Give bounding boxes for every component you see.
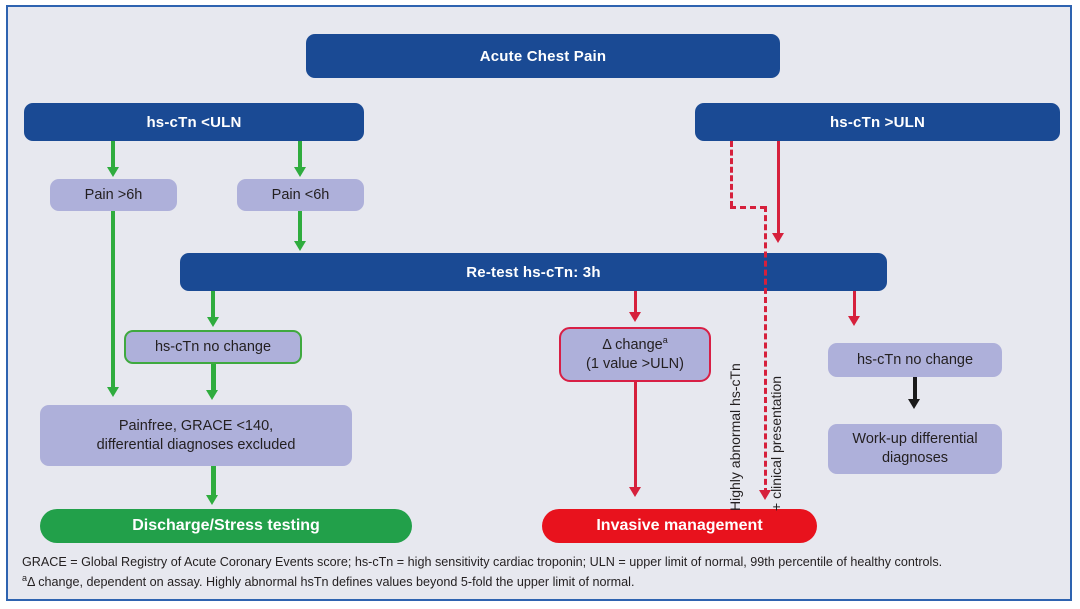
- footnote-line-2: aΔ change, dependent on assay. Highly ab…: [22, 572, 1056, 591]
- edge-uln-to-pain-over6h: [111, 141, 115, 169]
- edge-above-uln-to-retest: [777, 141, 780, 237]
- dashed-edge-segment-bottom: [764, 206, 767, 494]
- painfree-line-2: differential diagnoses excluded: [96, 436, 296, 453]
- arrowhead-workup: [908, 399, 920, 409]
- workup-line-1: Work-up differential: [852, 431, 978, 448]
- edge-painfree-to-discharge: [211, 466, 216, 497]
- node-hs-ctn-above-uln[interactable]: hs-cTn >ULN: [695, 103, 1060, 141]
- edge-label-clinical-presentation: + clinical presentation: [768, 375, 784, 511]
- arrowhead-no-change-right: [848, 316, 860, 326]
- node-pain-under-6h[interactable]: Pain <6h: [237, 179, 364, 211]
- edge-no-change-right-to-workup: [913, 377, 917, 401]
- node-delta-change[interactable]: Δ changea (1 value >ULN): [559, 327, 711, 382]
- edge-no-change-to-painfree: [211, 364, 216, 392]
- arrowhead-retest-right: [772, 233, 784, 243]
- edge-label-highly-abnormal: Highly abnormal hs-cTn: [727, 363, 743, 511]
- edge-retest-to-no-change-left: [211, 291, 215, 319]
- arrowhead-delta-change: [629, 312, 641, 322]
- footnote-line-1: GRACE = Global Registry of Acute Coronar…: [22, 555, 943, 570]
- arrowhead-no-change-left: [207, 317, 219, 327]
- edge-retest-to-delta: [634, 291, 637, 315]
- node-hs-ctn-below-uln[interactable]: hs-cTn <ULN: [24, 103, 364, 141]
- edge-pain-over6h-to-painfree: [111, 211, 115, 391]
- node-painfree-grace[interactable]: Painfree, GRACE <140, differential diagn…: [40, 405, 352, 466]
- footnote: GRACE = Global Registry of Acute Coronar…: [22, 553, 1056, 591]
- painfree-line-1: Painfree, GRACE <140,: [118, 417, 274, 434]
- arrowhead-painfree-left: [107, 387, 119, 397]
- arrowhead-pain-under6h: [294, 167, 306, 177]
- node-retest-hs-ctn-3h[interactable]: Re-test hs-cTn: 3h: [180, 253, 887, 291]
- arrowhead-invasive-left: [629, 487, 641, 497]
- node-hs-ctn-no-change-left[interactable]: hs-cTn no change: [124, 330, 302, 364]
- delta-change-line-2: (1 value >ULN): [586, 355, 684, 372]
- node-invasive-management[interactable]: Invasive management: [542, 509, 817, 543]
- footnote-line-2-text: Δ change, dependent on assay. Highly abn…: [27, 574, 635, 589]
- arrowhead-painfree-center: [206, 390, 218, 400]
- diagram-frame: Acute Chest Pain hs-cTn <ULN hs-cTn >ULN…: [6, 5, 1072, 601]
- node-acute-chest-pain[interactable]: Acute Chest Pain: [306, 34, 780, 78]
- footnote-superscript: a: [22, 572, 28, 583]
- arrowhead-discharge: [206, 495, 218, 505]
- node-discharge-stress-testing[interactable]: Discharge/Stress testing: [40, 509, 412, 543]
- delta-change-text: Δ change: [602, 337, 663, 354]
- arrowhead-pain-over6h: [107, 167, 119, 177]
- dashed-edge-segment-jog: [730, 206, 766, 209]
- arrowhead-retest: [294, 241, 306, 251]
- arrowhead-invasive-dashed: [759, 490, 771, 500]
- node-hs-ctn-no-change-right[interactable]: hs-cTn no change: [828, 343, 1002, 377]
- edge-delta-to-invasive: [634, 382, 637, 490]
- workup-line-2: diagnoses: [881, 450, 949, 466]
- delta-change-line-1: Δ changea: [602, 335, 668, 355]
- edge-pain-under6h-to-retest: [298, 211, 302, 243]
- edge-retest-to-no-change-right: [853, 291, 856, 319]
- delta-change-superscript: a: [662, 335, 668, 346]
- dashed-edge-segment-top: [730, 141, 733, 207]
- node-pain-over-6h[interactable]: Pain >6h: [50, 179, 177, 211]
- edge-uln-to-pain-under6h: [298, 141, 302, 169]
- node-workup-differential-diagnoses[interactable]: Work-up differential diagnoses: [828, 424, 1002, 474]
